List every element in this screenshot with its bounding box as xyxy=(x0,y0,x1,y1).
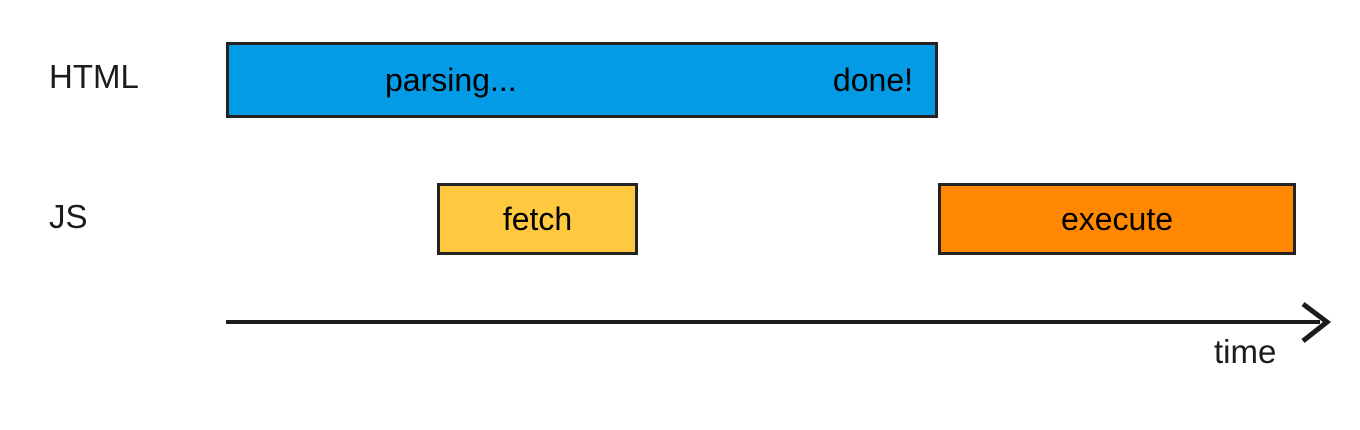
bar-label-fetch: fetch xyxy=(502,201,573,237)
axis-label-time: time xyxy=(1214,333,1277,370)
bar-js-execute: execute xyxy=(938,183,1296,255)
bar-label-done: done! xyxy=(832,62,913,98)
arrowhead-icon xyxy=(1301,302,1332,343)
bar-label-execute: execute xyxy=(1060,201,1174,237)
row-label-js: JS xyxy=(49,198,88,235)
bar-html-parsing: parsing... done! xyxy=(226,42,938,118)
time-axis-arrow xyxy=(226,302,1332,343)
bar-label-parsing: parsing... xyxy=(385,62,517,98)
row-label-html: HTML xyxy=(49,58,139,95)
bar-js-fetch: fetch xyxy=(437,183,638,255)
